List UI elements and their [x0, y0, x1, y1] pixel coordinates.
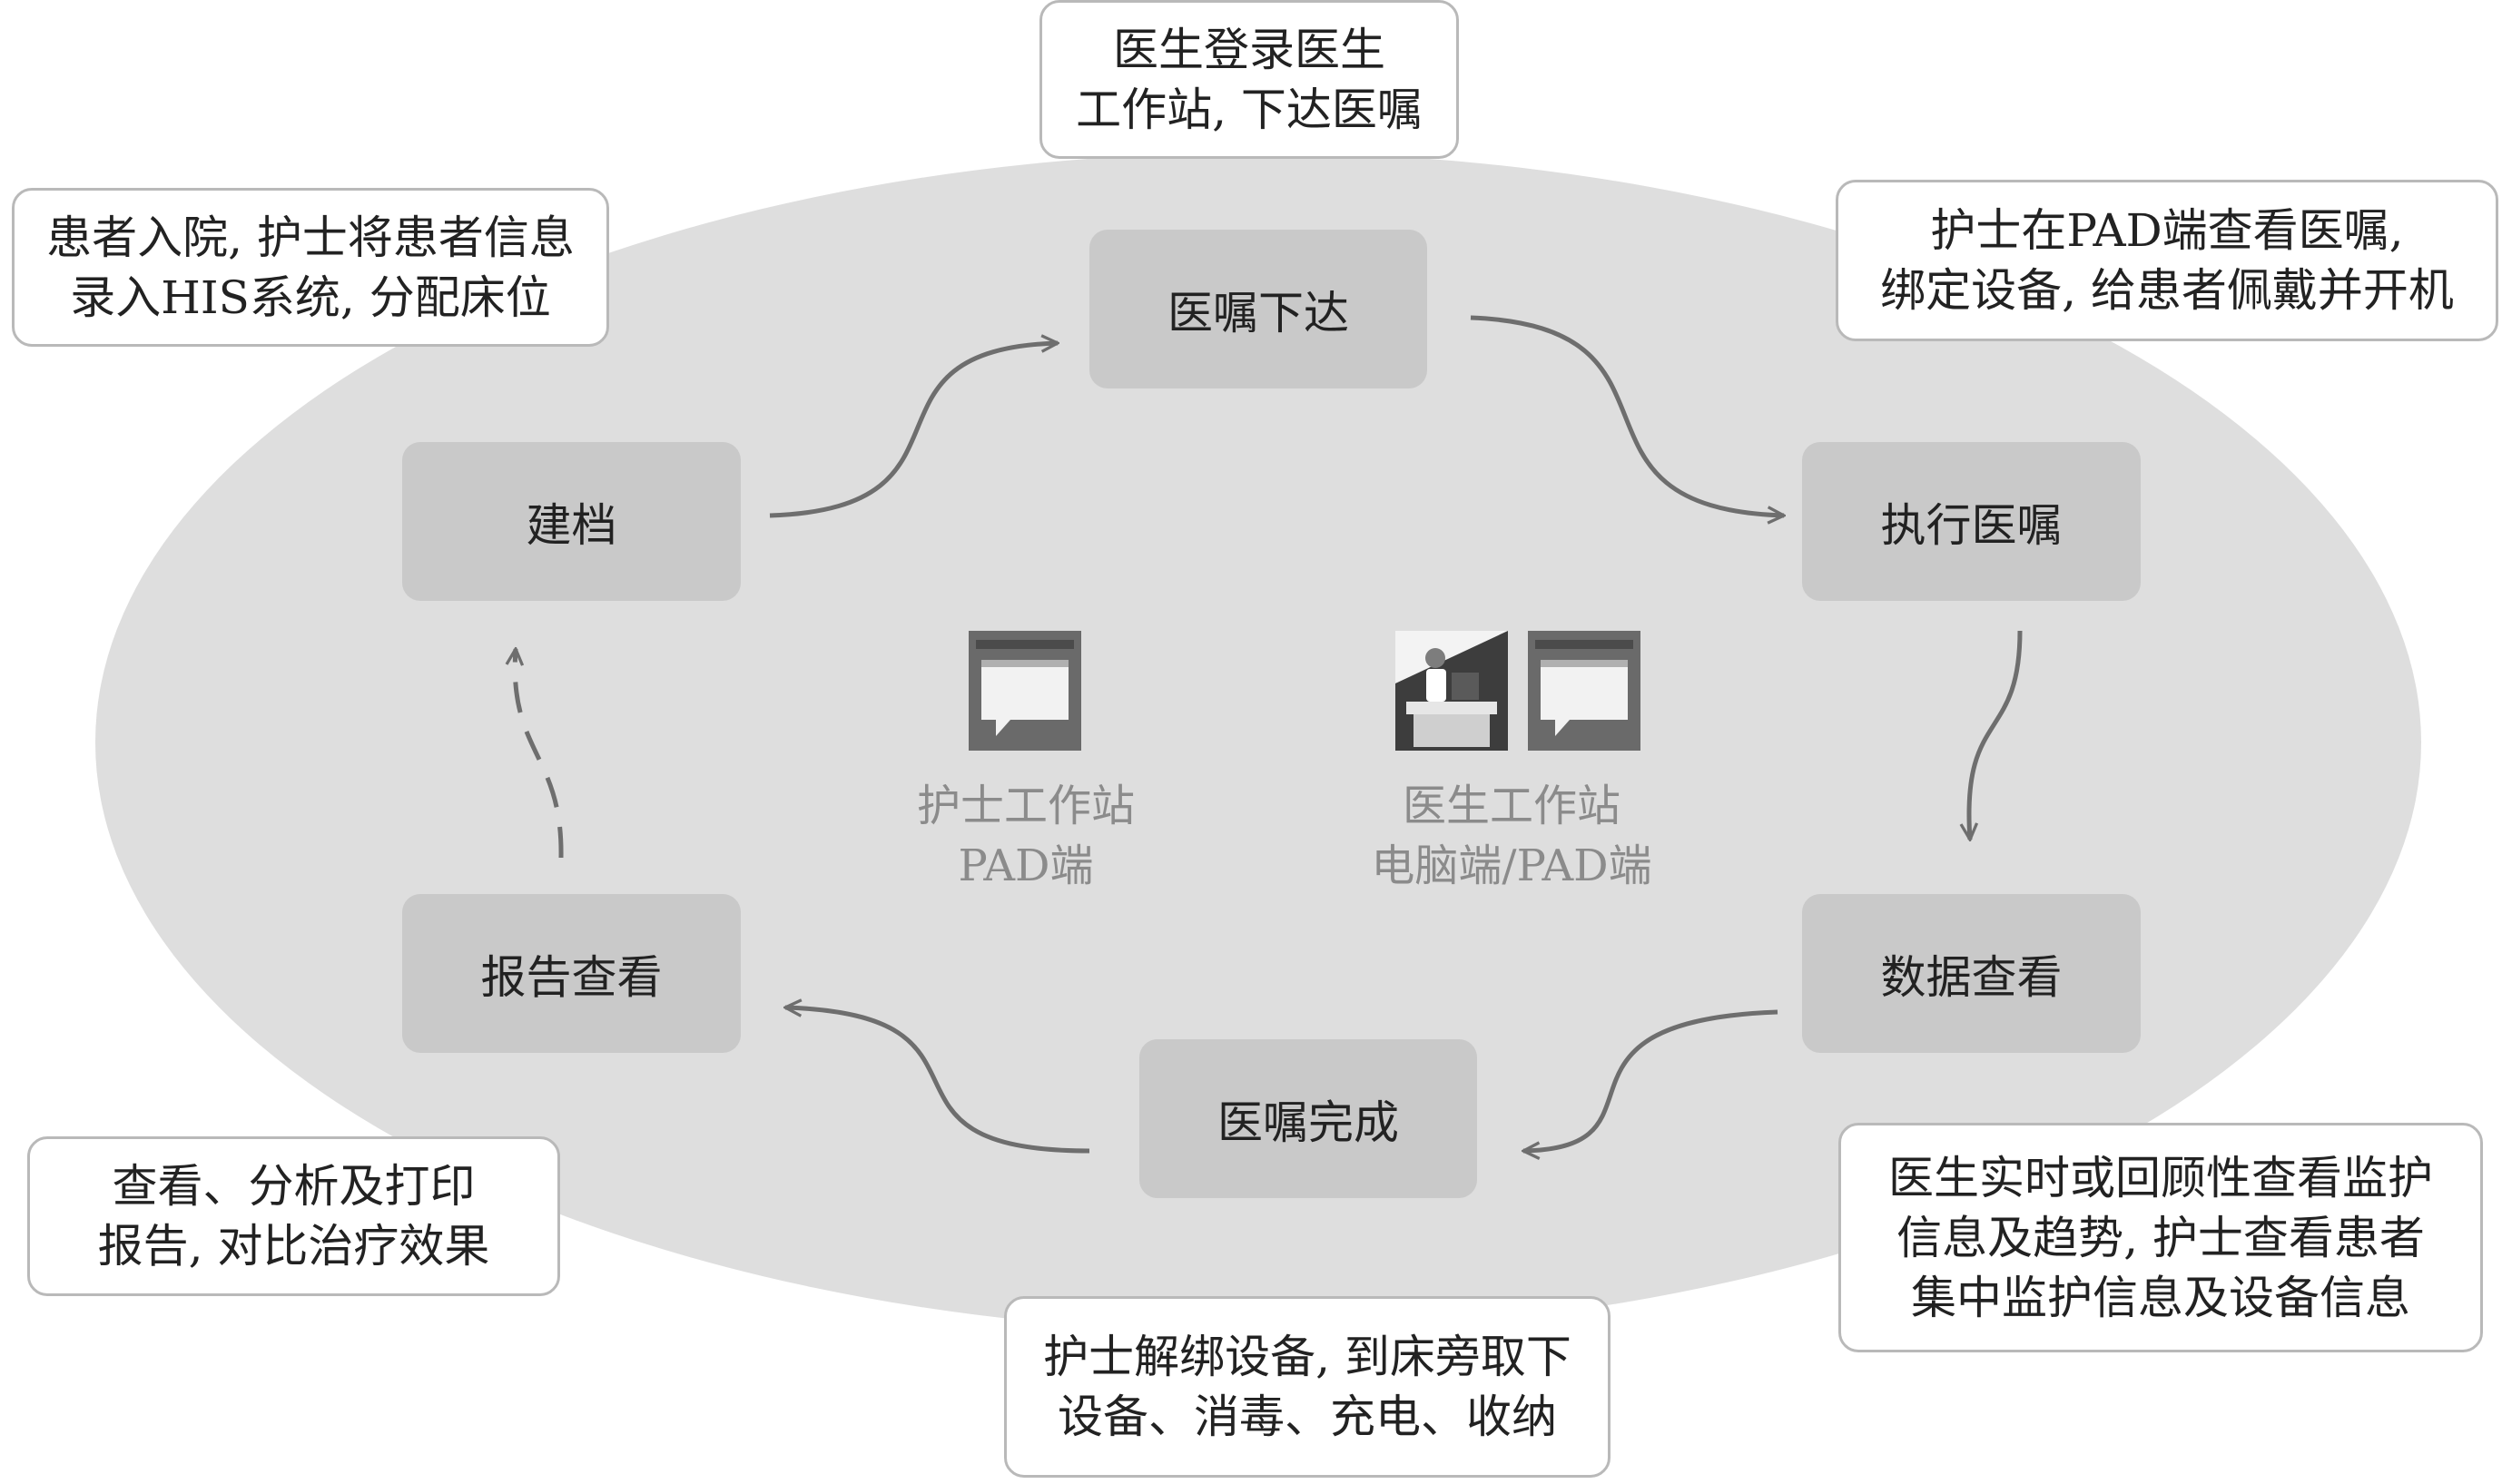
label-line: PAD端	[958, 840, 1094, 891]
arrow-order-complete-to-report	[785, 1007, 1090, 1154]
tablet-screen-icon	[969, 631, 1081, 751]
label-line: 电脑端/PAD端	[1371, 840, 1652, 891]
doctor-at-desk-icon	[1395, 631, 1508, 751]
note-line: 信息及趋势, 护士查看患者	[1896, 1211, 2425, 1264]
note-realtime-view: 医生实时或回顾性查看监护 信息及趋势, 护士查看患者 集中监护信息及设备信息	[1838, 1123, 2483, 1352]
tablet-screen-icon	[1528, 631, 1640, 751]
note-line: 报告, 对比治疗效果	[97, 1220, 490, 1273]
arrow-report-to-archive-dashed	[515, 649, 564, 859]
note-line: 医生登录医生	[1113, 23, 1385, 76]
stage-data-view-label: 数据查看	[1880, 950, 2063, 1004]
stage-order-issue-label: 医嘱下达	[1167, 286, 1349, 339]
note-line: 患者入院, 护士将患者信息	[46, 211, 575, 264]
stage-execute-order-label: 执行医嘱	[1880, 498, 2063, 552]
note-line: 护士解绑设备, 到床旁取下	[1043, 1331, 1571, 1383]
note-line: 设备、消毒、充电、收纳	[1058, 1391, 1557, 1443]
stage-order-complete: 医嘱完成	[1139, 1039, 1477, 1198]
stage-archive-label: 建档	[526, 498, 617, 552]
label-line: 护士工作站	[916, 781, 1135, 831]
note-unbind: 护士解绑设备, 到床旁取下 设备、消毒、充电、收纳	[1004, 1296, 1611, 1478]
note-line: 录入HIS系统, 分配床位	[70, 270, 551, 324]
nurse-workstation-label: 护士工作站 PAD端	[844, 776, 1207, 896]
note-doctor-login: 医生登录医生 工作站, 下达医嘱	[1039, 0, 1459, 159]
note-admission: 患者入院, 护士将患者信息 录入HIS系统, 分配床位	[12, 188, 609, 347]
arrow-order-issue-to-execute	[1470, 315, 1784, 516]
note-line: 工作站, 下达医嘱	[1076, 83, 1423, 136]
arrow-archive-to-order-issue	[769, 343, 1058, 518]
note-line: 医生实时或回顾性查看监护	[1888, 1151, 2433, 1204]
stage-order-issue: 医嘱下达	[1089, 230, 1427, 388]
arrow-data-view-to-order-complete	[1523, 1009, 1778, 1151]
note-line: 集中监护信息及设备信息	[1911, 1271, 2410, 1324]
note-line: 绑定设备, 给患者佩戴并开机	[1880, 264, 2454, 317]
stage-report-view: 报告查看	[402, 894, 741, 1053]
note-report-analysis: 查看、分析及打印 报告, 对比治疗效果	[27, 1136, 560, 1296]
stage-report-view-label: 报告查看	[480, 950, 663, 1004]
note-pad-check: 护士在PAD端查看医嘱, 绑定设备, 给患者佩戴并开机	[1836, 180, 2498, 341]
arrow-execute-to-data-view	[1969, 630, 2023, 840]
doctor-workstation-label: 医生工作站 电脑端/PAD端	[1325, 776, 1698, 896]
note-line: 护士在PAD端查看医嘱,	[1930, 204, 2404, 257]
stage-data-view: 数据查看	[1802, 894, 2141, 1053]
stage-archive: 建档	[402, 442, 741, 601]
stage-order-complete-label: 医嘱完成	[1217, 1096, 1399, 1149]
label-line: 医生工作站	[1402, 781, 1620, 831]
stage-execute-order: 执行医嘱	[1802, 442, 2141, 601]
note-line: 查看、分析及打印	[112, 1160, 476, 1213]
